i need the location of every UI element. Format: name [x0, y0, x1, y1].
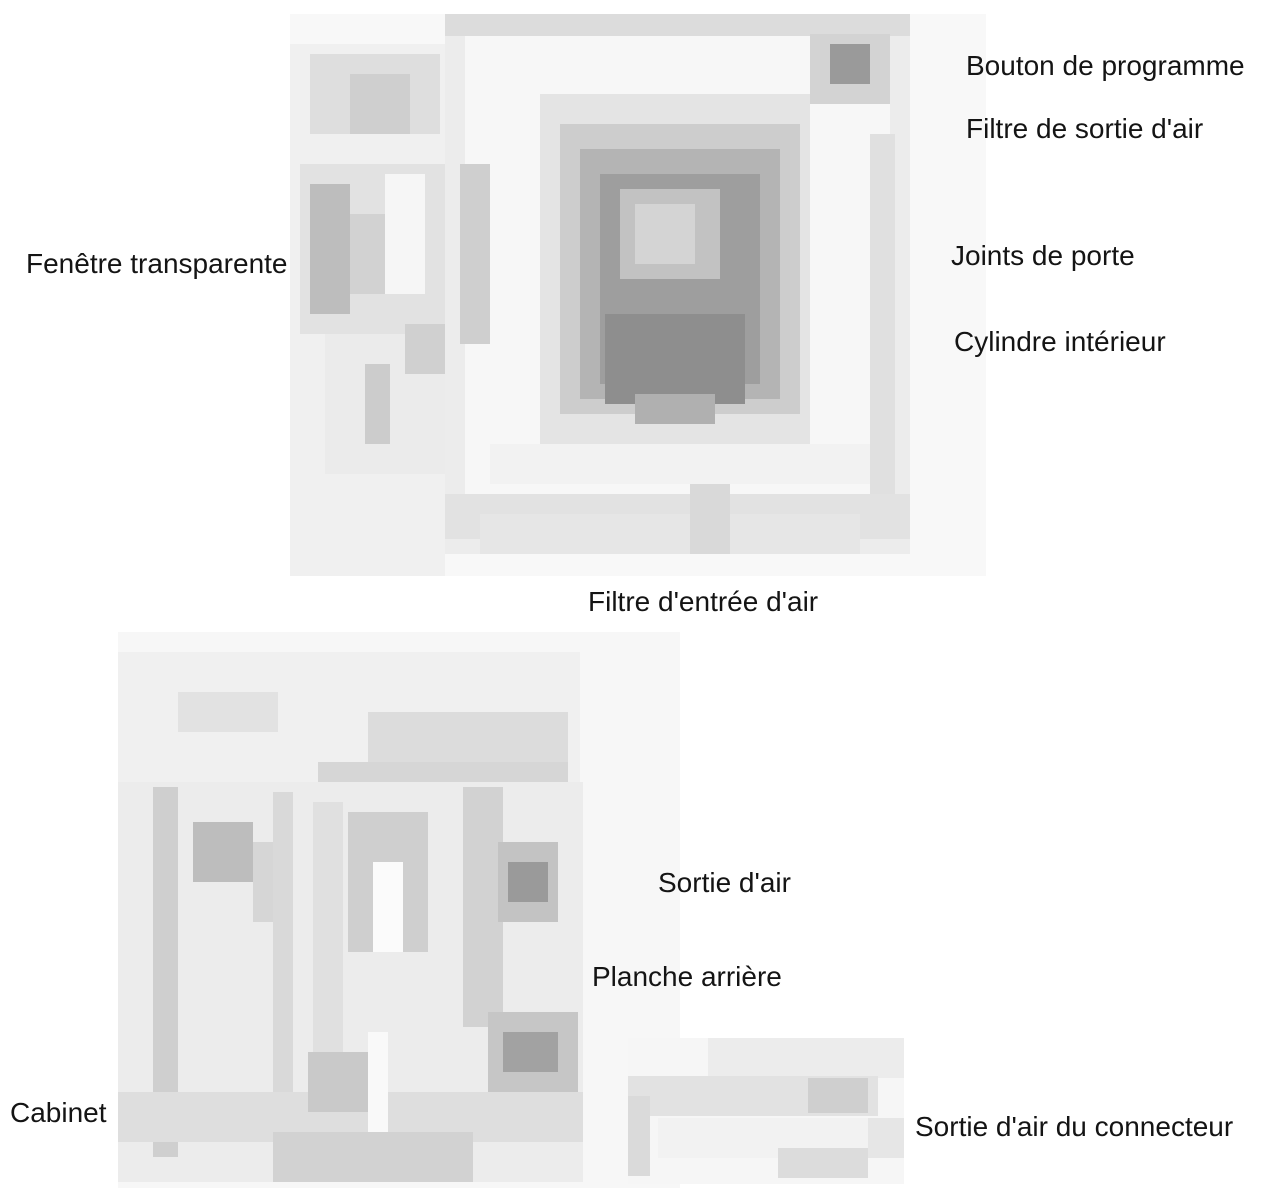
back-view-illustration	[118, 632, 680, 1188]
label-transparent-window: Fenêtre transparente	[26, 248, 288, 279]
connector-illustration	[628, 1038, 904, 1184]
label-cabinet: Cabinet	[10, 1097, 107, 1128]
label-program-button: Bouton de programme	[966, 50, 1245, 81]
label-connector-air-outlet: Sortie d'air du connecteur	[915, 1111, 1234, 1142]
label-air-outlet: Sortie d'air	[658, 867, 791, 898]
label-back-panel: Planche arrière	[592, 961, 782, 992]
label-door-seals: Joints de porte	[951, 240, 1135, 271]
front-view-illustration	[290, 14, 986, 576]
label-inner-drum: Cylindre intérieur	[954, 326, 1166, 357]
label-air-outlet-filter: Filtre de sortie d'air	[966, 113, 1204, 144]
label-air-inlet-filter: Filtre d'entrée d'air	[588, 586, 819, 617]
